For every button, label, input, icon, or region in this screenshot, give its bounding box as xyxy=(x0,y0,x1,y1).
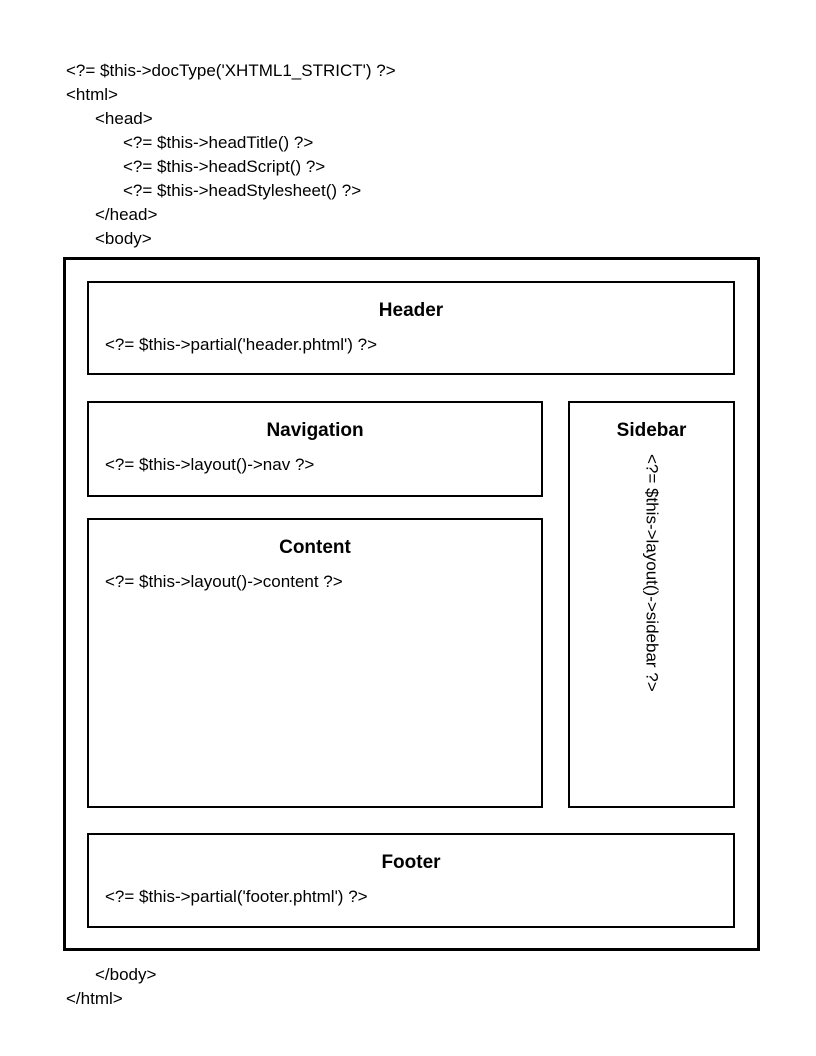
code-line-html-open: <html> xyxy=(66,85,118,104)
footer-code: <?= $this->partial('footer.phtml') ?> xyxy=(105,887,368,906)
bottom-code-block: </body> </html> xyxy=(66,963,156,1011)
top-code-block: <?= $this->docType('XHTML1_STRICT') ?> <… xyxy=(66,59,396,251)
code-line-doctype: <?= $this->docType('XHTML1_STRICT') ?> xyxy=(66,61,396,80)
content-box: Content <?= $this->layout()->content ?> xyxy=(87,518,543,808)
navigation-code: <?= $this->layout()->nav ?> xyxy=(105,455,315,474)
footer-title: Footer xyxy=(381,852,441,873)
sidebar-title: Sidebar xyxy=(616,420,687,441)
content-code: <?= $this->layout()->content ?> xyxy=(105,572,343,591)
header-title: Header xyxy=(378,300,444,321)
content-title: Content xyxy=(279,537,351,558)
code-line-head-stylesheet: <?= $this->headStylesheet() ?> xyxy=(123,181,362,200)
header-box: Header <?= $this->partial('header.phtml'… xyxy=(87,281,735,375)
sidebar-code: <?= $this->layout()->sidebar ?> xyxy=(642,454,662,692)
header-code: <?= $this->partial('header.phtml') ?> xyxy=(105,335,378,354)
code-line-head-close: </head> xyxy=(95,205,158,224)
footer-box: Footer <?= $this->partial('footer.phtml'… xyxy=(87,833,735,928)
code-line-head-title: <?= $this->headTitle() ?> xyxy=(123,133,314,152)
navigation-box: Navigation <?= $this->layout()->nav ?> xyxy=(87,401,543,497)
code-line-head-script: <?= $this->headScript() ?> xyxy=(123,157,326,176)
navigation-title: Navigation xyxy=(266,420,364,441)
code-line-body-close: </body> xyxy=(95,965,157,984)
code-line-head-open: <head> xyxy=(95,109,153,128)
code-line-html-close: </html> xyxy=(66,989,123,1008)
sidebar-box: Sidebar <?= $this->layout()->sidebar ?> xyxy=(568,401,735,808)
layout-diagram-body-box: Header <?= $this->partial('header.phtml'… xyxy=(63,257,760,951)
code-line-body-open: <body> xyxy=(95,229,152,248)
